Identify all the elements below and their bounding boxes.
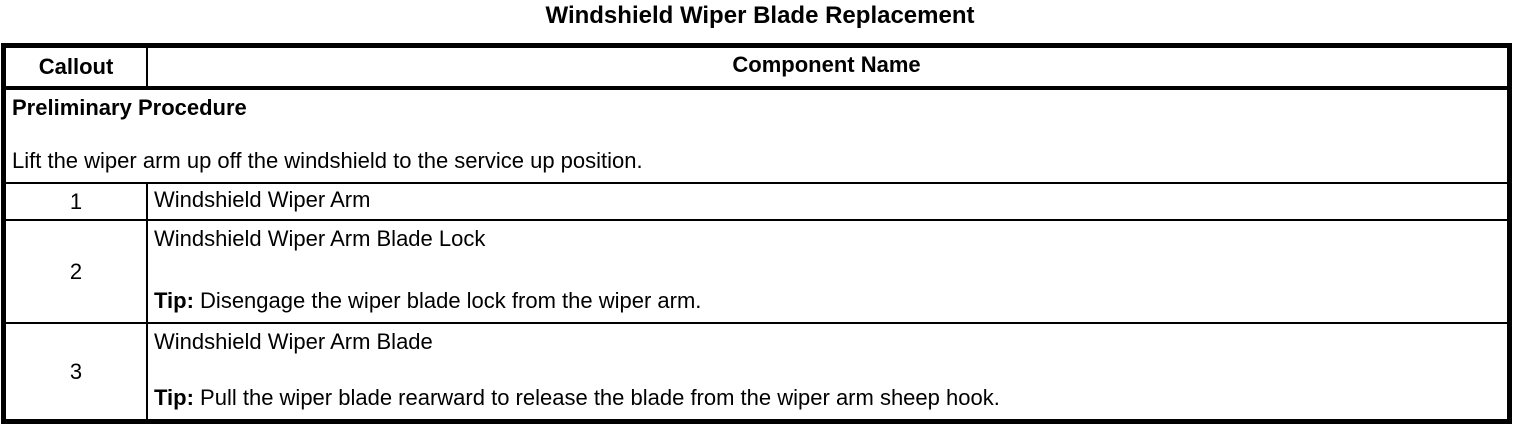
component-name-header-cell: Component Name bbox=[732, 52, 921, 78]
preliminary-procedure-row: Preliminary Procedure Lift the wiper arm… bbox=[6, 90, 1507, 184]
table-header-row: Callout Component Name bbox=[6, 48, 1507, 90]
tip-line: Tip: Disengage the wiper blade lock from… bbox=[154, 288, 1499, 313]
component-name-text: Windshield Wiper Arm Blade bbox=[154, 329, 433, 354]
table-row: 1 Windshield Wiper Arm bbox=[6, 184, 1507, 221]
tip-text: Pull the wiper blade rearward to release… bbox=[200, 384, 1000, 410]
preliminary-procedure-cell: Preliminary Procedure Lift the wiper arm… bbox=[6, 90, 1507, 182]
preliminary-procedure-heading: Preliminary Procedure bbox=[12, 95, 247, 120]
component-cell: Windshield Wiper Arm bbox=[148, 184, 1507, 219]
parts-table: Callout Component Name Preliminary Proce… bbox=[1, 43, 1512, 424]
preliminary-procedure-instruction: Lift the wiper arm up off the windshield… bbox=[12, 147, 643, 173]
component-cell: Windshield Wiper Arm Blade Tip: Pull the… bbox=[148, 324, 1507, 419]
tip-label: Tip: bbox=[154, 287, 194, 313]
table-row: 2 Windshield Wiper Arm Blade Lock Tip: D… bbox=[6, 221, 1507, 324]
tip-line: Tip: Pull the wiper blade rearward to re… bbox=[154, 385, 1499, 410]
tip-label: Tip: bbox=[154, 384, 194, 410]
document-title: Windshield Wiper Blade Replacement bbox=[545, 2, 975, 29]
table-row: 3 Windshield Wiper Arm Blade Tip: Pull t… bbox=[6, 324, 1507, 419]
callout-cell: 2 bbox=[6, 221, 148, 322]
component-name-text: Windshield Wiper Arm Blade Lock bbox=[154, 226, 486, 251]
component-cell: Windshield Wiper Arm Blade Lock Tip: Dis… bbox=[148, 221, 1507, 322]
tip-text: Disengage the wiper blade lock from the … bbox=[200, 287, 702, 313]
component-name-text: Windshield Wiper Arm bbox=[154, 186, 371, 212]
callout-header-cell: Callout bbox=[6, 48, 148, 86]
callout-cell: 3 bbox=[6, 324, 148, 419]
callout-cell: 1 bbox=[6, 184, 148, 219]
